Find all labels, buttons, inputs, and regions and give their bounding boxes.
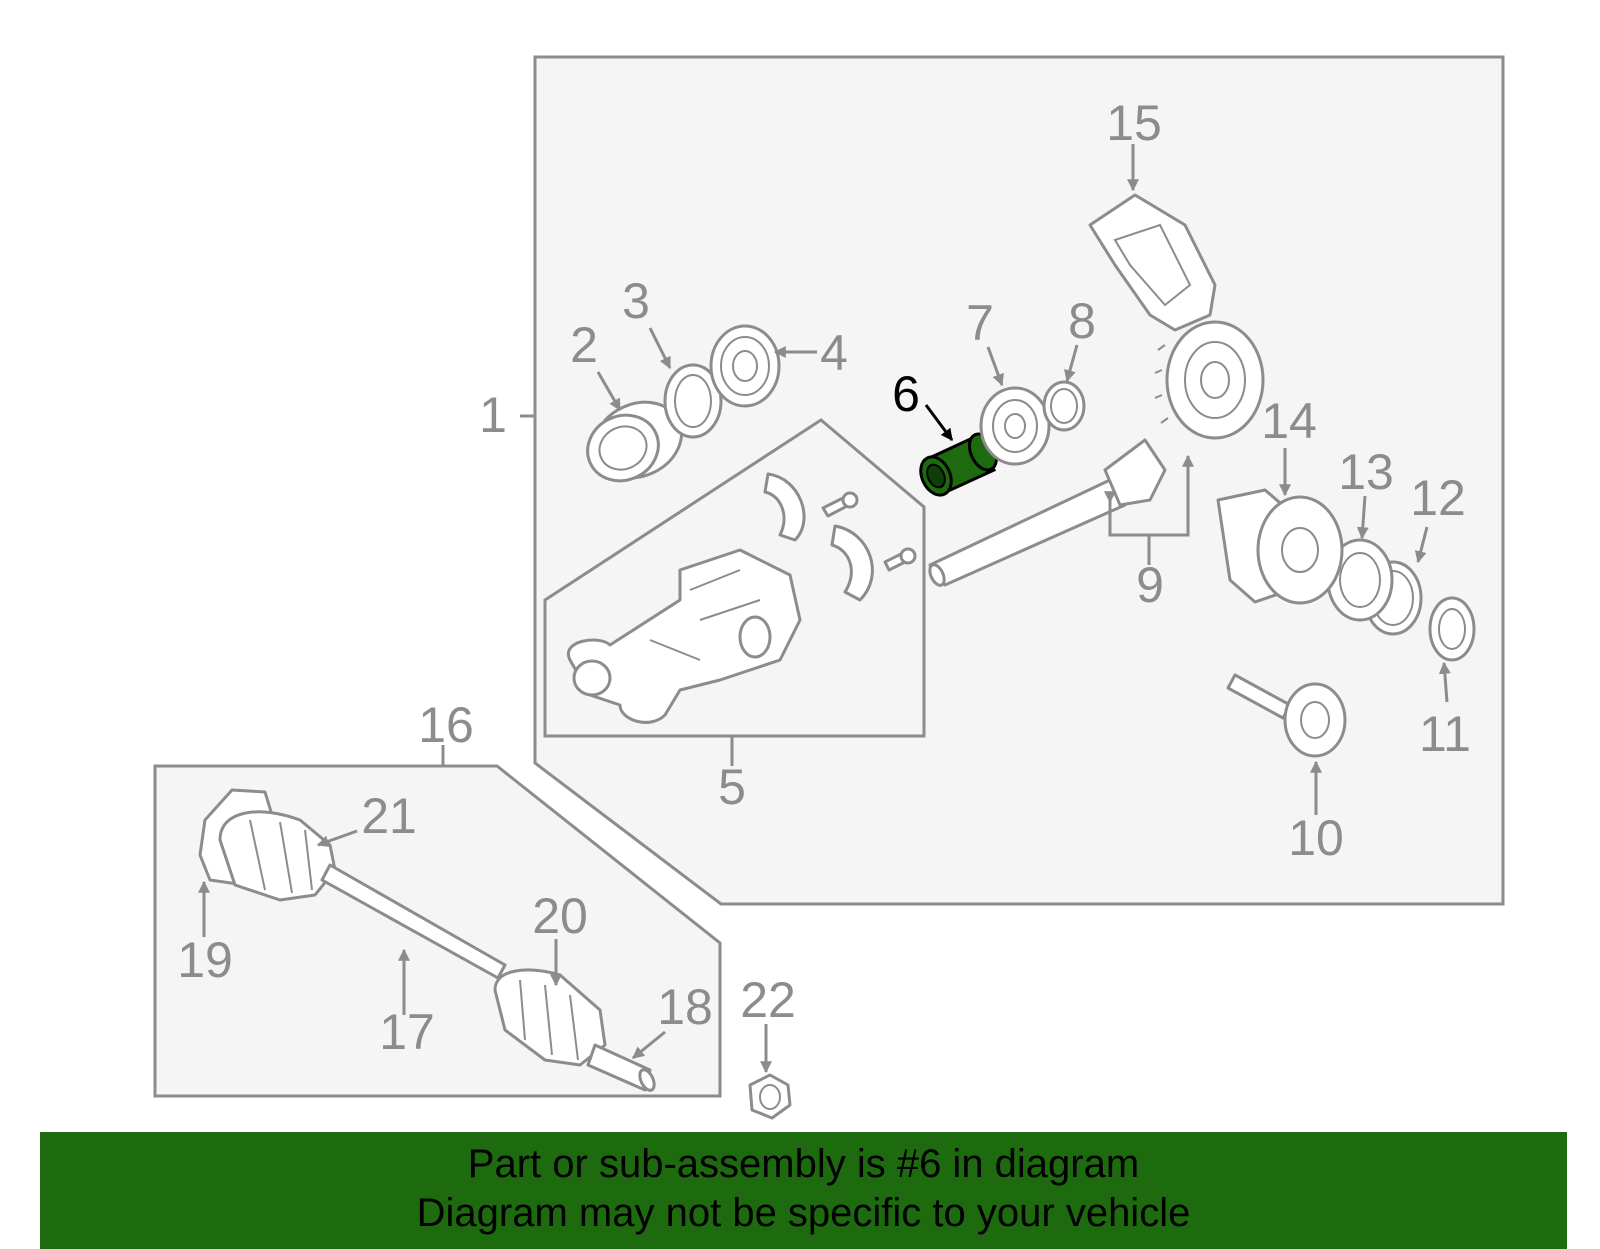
callout-14: 14 [1261, 393, 1317, 449]
callout-7: 7 [966, 295, 994, 351]
callout-4: 4 [820, 325, 848, 381]
part-18-stub [586, 1043, 656, 1092]
callout-15: 15 [1106, 95, 1162, 151]
callout-11: 11 [1419, 706, 1471, 762]
part-10-flange [1226, 673, 1347, 758]
part-21-inner-boot [218, 810, 337, 902]
callout-3: 3 [622, 273, 650, 329]
callout-17: 17 [379, 1004, 435, 1060]
part-7-bearing [979, 386, 1051, 466]
part-4-bearing [709, 324, 781, 408]
part-13-bearing [1326, 538, 1394, 622]
part-9-pinion-gear [928, 320, 1265, 587]
callout-6: 6 [892, 366, 920, 422]
callout-10: 10 [1288, 810, 1344, 866]
callout-21: 21 [361, 788, 417, 844]
part-5-housing [566, 472, 917, 724]
part-15-cover [1088, 193, 1217, 332]
part-11-seal [1428, 596, 1476, 662]
callout-2: 2 [570, 317, 598, 373]
callout-19: 19 [177, 932, 233, 988]
part-3-seal [663, 363, 723, 439]
callout-9: 9 [1136, 557, 1164, 613]
leader-lines [198, 144, 1451, 1074]
callout-18: 18 [657, 979, 713, 1035]
banner-line-2: Diagram may not be specific to your vehi… [416, 1191, 1191, 1235]
part-2-joint [586, 400, 684, 483]
callout-20: 20 [532, 888, 588, 944]
callout-1: 1 [479, 387, 507, 443]
callout-5: 5 [718, 759, 746, 815]
callout-13: 13 [1338, 444, 1394, 500]
part-14-differential [1216, 488, 1344, 605]
callout-22: 22 [740, 972, 796, 1028]
part-22-nut [748, 1073, 792, 1120]
banner-line-1: Part or sub-assembly is #6 in diagram [467, 1142, 1140, 1186]
part-8-ring [1042, 380, 1086, 432]
part-20-outer-boot [493, 968, 607, 1067]
callout-16: 16 [418, 697, 474, 753]
callout-12: 12 [1410, 470, 1466, 526]
callout-8: 8 [1068, 293, 1096, 349]
info-banner: Part or sub-assembly is #6 in diagram Di… [40, 1132, 1567, 1249]
